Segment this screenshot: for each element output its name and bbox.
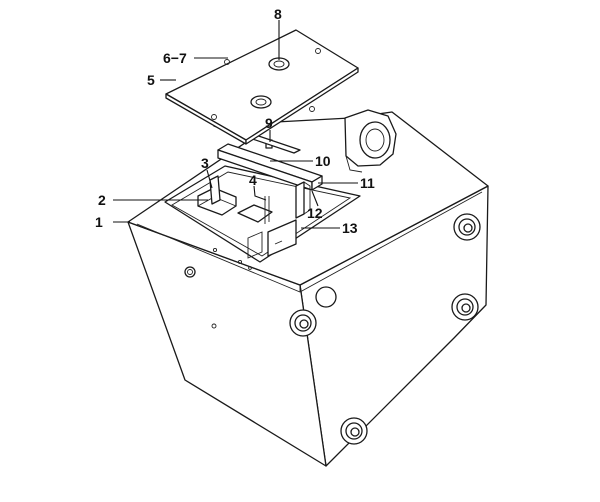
callout-8: 8 — [274, 6, 282, 22]
callout-13: 13 — [342, 220, 358, 236]
round-port — [315, 286, 337, 308]
lifting-lug — [344, 109, 397, 173]
callout-labels: 1 2 3 4 5 6−7 8 9 10 11 12 13 — [95, 6, 375, 236]
callout-1: 1 — [95, 214, 103, 230]
callout-4: 4 — [249, 172, 257, 188]
bolt-left — [289, 309, 317, 337]
bolt-top-right — [453, 213, 481, 241]
cover-front-fitting — [250, 95, 272, 109]
callout-3: 3 — [201, 155, 209, 171]
cover-plate — [165, 29, 359, 145]
leader-lines — [113, 20, 358, 229]
callout-6-7: 6−7 — [163, 50, 187, 66]
callout-5: 5 — [147, 72, 155, 88]
bolt-mid-right — [451, 293, 479, 321]
callout-2: 2 — [98, 192, 106, 208]
callout-11: 11 — [360, 175, 375, 191]
bolt-group — [289, 213, 481, 445]
housing-body — [127, 111, 489, 467]
callout-9: 9 — [265, 115, 273, 131]
callout-12: 12 — [307, 205, 323, 221]
bolt-bottom — [340, 417, 368, 445]
front-face-holes — [184, 247, 252, 329]
callout-10: 10 — [315, 153, 331, 169]
